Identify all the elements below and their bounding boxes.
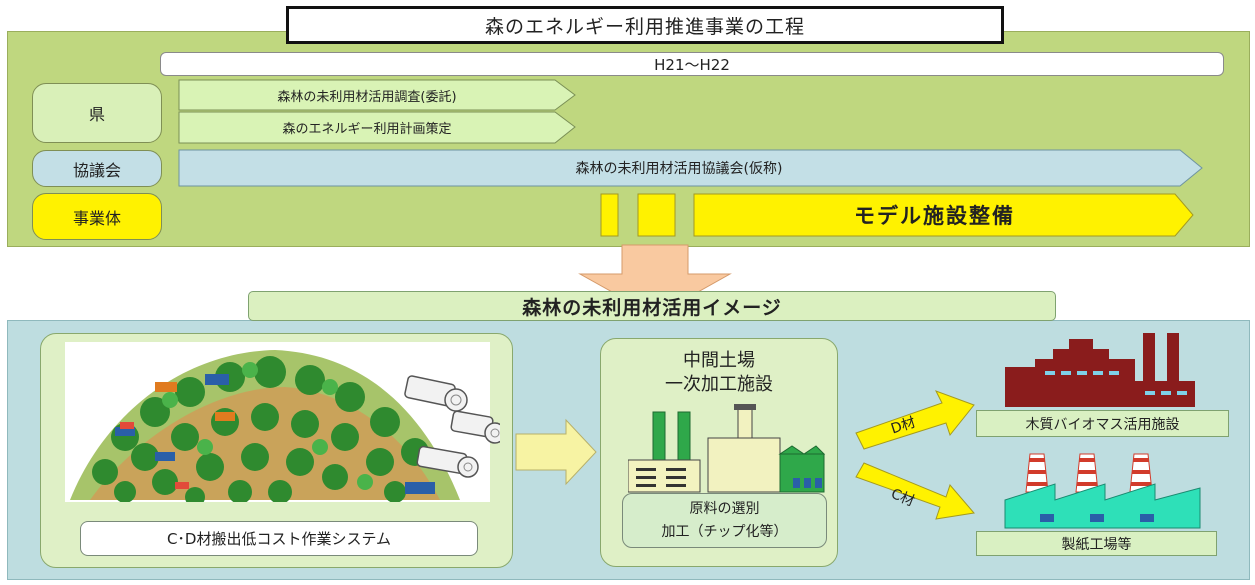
log-bundles-illustration (404, 375, 500, 478)
diagram-title: 森のエネルギー利用推進事業の工程 (286, 6, 1004, 44)
prefecture-arrow-2 (178, 111, 576, 144)
business-bar-1 (600, 193, 619, 237)
intermediate-title-line2: 一次加工施設 (665, 374, 773, 395)
process-line1: 原料の選別 (689, 501, 760, 517)
council-item: 森林の未利用材活用協議会(仮称) (575, 161, 783, 177)
image-title: 森林の未利用材活用イメージ (248, 291, 1056, 321)
forest-illustration (65, 342, 490, 502)
prefecture-item-2: 森のエネルギー利用計画策定 (282, 122, 452, 137)
prefecture-item-1: 森林の未利用材活用調査(委託) (277, 89, 457, 105)
paper-mill-label: 製紙工場等 (976, 531, 1217, 556)
period-bar: H21～H22 (160, 52, 1224, 76)
material-arrows (855, 390, 975, 520)
forest-to-yard-arrow (515, 418, 597, 486)
process-line2: 加工（チップ化等） (661, 524, 788, 540)
factory-illustration (628, 404, 826, 493)
c-material-arrow (855, 462, 975, 520)
intermediate-title-line1: 中間土場 (683, 350, 755, 371)
council-arrow (178, 149, 1203, 187)
process-box (622, 493, 827, 548)
row-label-prefecture: 県 (32, 83, 162, 143)
forest-system-label: C･D材搬出低コスト作業システム (80, 521, 478, 556)
row-label-council: 協議会 (32, 150, 162, 187)
d-material-arrow (855, 390, 975, 450)
prefecture-arrow-1 (178, 79, 576, 111)
row-label-business: 事業体 (32, 193, 162, 240)
biomass-facility-label: 木質バイオマス活用施設 (976, 410, 1229, 437)
business-item: モデル施設整備 (854, 204, 1015, 228)
paper-mill-illustration (1004, 453, 1201, 529)
business-bar-2 (637, 193, 676, 237)
business-arrow (693, 193, 1194, 237)
biomass-plant-illustration (1005, 333, 1195, 407)
